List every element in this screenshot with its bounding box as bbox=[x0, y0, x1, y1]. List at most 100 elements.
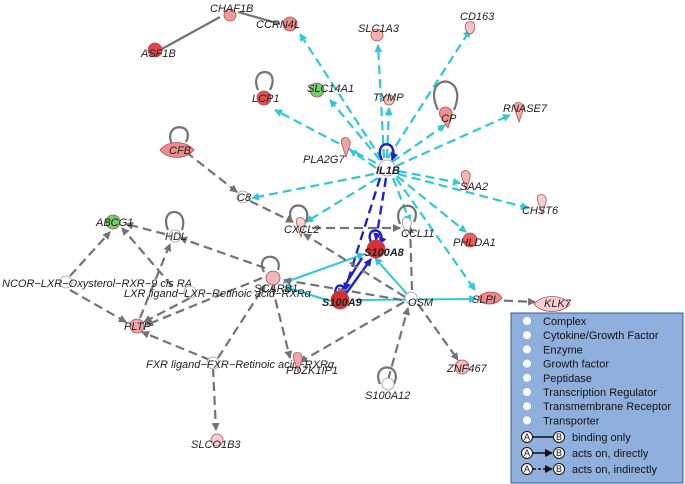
edge-scarb1-pdzk1ip1 bbox=[270, 285, 293, 359]
node-asf1b[interactable]: ASF1B bbox=[140, 42, 176, 60]
legend-item-transcription-regulator: Transcription Regulator bbox=[523, 387, 657, 399]
legend-item-cytokine-growth-factor: Cytokine/Growth Factor bbox=[523, 330, 659, 342]
node-klk7-shape bbox=[533, 296, 571, 312]
node-s100a8[interactable]: S100A8 bbox=[364, 239, 405, 259]
legend-edge-binding-label: binding only bbox=[572, 432, 631, 444]
node-ccl11[interactable]: CCL11 bbox=[401, 217, 434, 241]
node-slco1b3-shape bbox=[210, 433, 224, 447]
legend-edge-indirect-label: acts on, indirectly bbox=[572, 464, 657, 476]
edge-il1b-ccl11 bbox=[391, 177, 412, 223]
legend-edge-direct-label: acts on, directly bbox=[572, 448, 649, 460]
legend-item-label: Cytokine/Growth Factor bbox=[543, 330, 659, 342]
self-loop-il1b bbox=[378, 143, 399, 161]
peptidase-icon bbox=[523, 373, 531, 382]
legend-item-enzyme: Enzyme bbox=[523, 344, 583, 356]
legend-item-label: Growth factor bbox=[543, 359, 609, 371]
node-phlda1[interactable]: PHLDA1 bbox=[453, 232, 496, 249]
node-slc14a1[interactable]: SLC14A1 bbox=[307, 82, 354, 98]
node-pltp[interactable]: PLTP bbox=[124, 318, 151, 334]
node-s100a8-shape bbox=[366, 239, 386, 259]
node-ccrn4l[interactable]: CCRN4L bbox=[256, 16, 300, 32]
edge-fxr-slco1b3 bbox=[211, 367, 220, 431]
node-cxcl2[interactable]: CXCL2 bbox=[284, 217, 319, 239]
node-tymp[interactable]: TYMP bbox=[373, 92, 404, 106]
legend-item-label: Enzyme bbox=[543, 344, 583, 356]
node-lxr-ligand-complex[interactable]: LXR ligand−LXR−Retinoic acid−RXRα bbox=[124, 285, 312, 300]
legend-edge-binding-a: A bbox=[524, 432, 530, 442]
node-s100a12[interactable]: S100A12 bbox=[365, 377, 410, 402]
legend-item-growth-factor: Growth factor bbox=[523, 359, 609, 371]
node-c8-shape bbox=[236, 190, 250, 204]
node-tymp-shape bbox=[383, 94, 395, 106]
node-cd163[interactable]: CD163 bbox=[460, 11, 495, 35]
node-saa2-shape bbox=[460, 170, 471, 192]
node-slco1b3-label: SLCO1B3 bbox=[191, 439, 241, 451]
node-znf467[interactable]: ZNF467 bbox=[446, 359, 488, 375]
node-il1b-shape bbox=[378, 159, 396, 177]
node-pla2g7-label: PLA2G7 bbox=[303, 154, 345, 166]
node-hdl[interactable]: HDL bbox=[165, 229, 187, 243]
legend-item-label: Transmembrane Receptor bbox=[543, 401, 671, 413]
node-s100a12-label: S100A12 bbox=[365, 390, 410, 402]
node-pdzk1ip1[interactable]: PDZK1IP1 bbox=[286, 352, 338, 378]
edge-il1b-rnase7 bbox=[395, 113, 511, 168]
edge-il1b-slc1a3 bbox=[374, 44, 386, 159]
node-osm[interactable]: OSM bbox=[404, 291, 434, 309]
edge-s100a9-scarb1 bbox=[284, 285, 331, 302]
node-scarb1[interactable]: SCARB1 bbox=[254, 270, 298, 295]
legend-box bbox=[510, 312, 684, 484]
node-osm-label: OSM bbox=[408, 297, 434, 309]
node-pla2g7-shape bbox=[340, 137, 351, 159]
legend-edge-direct: A B acts on, directly bbox=[521, 447, 649, 460]
node-ccrn4l-label: CCRN4L bbox=[256, 19, 300, 31]
node-slpi[interactable]: SLPI bbox=[472, 291, 503, 306]
node-chaf1b[interactable]: CHAF1B bbox=[210, 3, 253, 22]
transmembrane-receptor-icon bbox=[523, 402, 531, 411]
node-cp[interactable]: CP bbox=[439, 106, 457, 129]
node-s100a9[interactable]: S100A9 bbox=[322, 290, 363, 310]
node-lcp1[interactable]: LCP1 bbox=[252, 90, 280, 106]
node-cfb[interactable]: CFB bbox=[159, 142, 195, 158]
node-chaf1b-label: CHAF1B bbox=[210, 3, 253, 15]
node-slco1b3[interactable]: SLCO1B3 bbox=[191, 433, 241, 451]
node-chst6-label: CHST6 bbox=[522, 205, 559, 217]
node-klk7[interactable]: KLK7 bbox=[533, 296, 572, 312]
edge-il1b-slc14a1 bbox=[329, 99, 381, 161]
edge-lxrl-abcg1 bbox=[121, 227, 173, 287]
node-cxcl2-label: CXCL2 bbox=[284, 224, 319, 236]
node-lcp1-label: LCP1 bbox=[252, 93, 280, 105]
edge-il1b-slpi bbox=[395, 177, 476, 291]
node-ncor-label: NCOR−LXR−Oxysterol−RXR−9 cis RA bbox=[2, 278, 192, 290]
node-chst6[interactable]: CHST6 bbox=[522, 194, 559, 218]
transporter-icon bbox=[523, 416, 531, 425]
node-fxr-ligand-complex[interactable]: FXR ligand−FXR−Retinoic acid−RXRα bbox=[146, 356, 335, 371]
edge-scarb1-hdl bbox=[179, 236, 266, 270]
edge-il1b-chst6 bbox=[397, 172, 529, 211]
node-cp-shape bbox=[439, 106, 453, 129]
node-pdzk1ip1-label: PDZK1IP1 bbox=[286, 365, 338, 377]
self-loop-cp bbox=[432, 80, 459, 111]
node-chst6-shape bbox=[536, 194, 547, 216]
edge-il1b-cxcl2 bbox=[305, 177, 379, 223]
node-rnase7[interactable]: RNASE7 bbox=[503, 102, 548, 124]
edge-fxr-scarb1 bbox=[217, 284, 266, 359]
self-loop-hdl bbox=[165, 210, 185, 231]
edge-il1b-saa2 bbox=[397, 169, 461, 186]
node-saa2[interactable]: SAA2 bbox=[460, 170, 488, 194]
edge-osm-cxcl2 bbox=[303, 233, 406, 298]
node-ncor-complex[interactable]: NCOR−LXR−Oxysterol−RXR−9 cis RA bbox=[2, 275, 192, 290]
edge-hdl-abcg1 bbox=[125, 221, 166, 236]
node-s100a8-label: S100A8 bbox=[364, 247, 405, 259]
self-loop-ccl11 bbox=[397, 204, 417, 225]
node-il1b[interactable]: IL1B bbox=[376, 159, 400, 177]
node-osm-shape bbox=[404, 291, 418, 305]
node-abcg1[interactable]: ABCG1 bbox=[95, 214, 133, 230]
node-slc1a3[interactable]: SLC1A3 bbox=[358, 23, 400, 42]
node-znf467-shape bbox=[454, 359, 470, 375]
node-pla2g7[interactable]: PLA2G7 bbox=[303, 137, 351, 167]
node-c8[interactable]: C8 bbox=[236, 190, 252, 204]
node-ncor-shape bbox=[59, 275, 73, 289]
legend-edge-binding-b: B bbox=[556, 432, 562, 442]
node-cd163-shape bbox=[464, 21, 476, 35]
